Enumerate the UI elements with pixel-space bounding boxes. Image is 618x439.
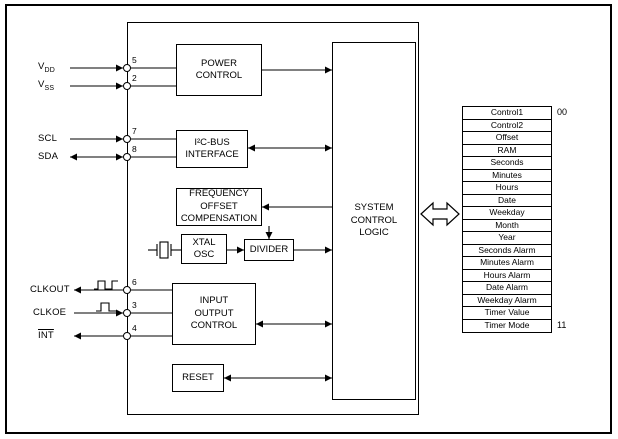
pin-label-clkoe: CLKOE: [33, 307, 67, 318]
register-row: Offset: [463, 132, 551, 145]
register-row: Hours Alarm: [463, 270, 551, 282]
register-row: Seconds Alarm: [463, 245, 551, 257]
register-row: Minutes Alarm: [463, 257, 551, 270]
power-control-block: POWER CONTROL: [176, 44, 262, 96]
pin-number-sda: 8: [132, 144, 137, 154]
register-end-address: 11: [557, 320, 567, 330]
register-row: Month: [463, 220, 551, 232]
pin-label-clkout: CLKOUT: [30, 284, 70, 295]
i2c-bus-interface-block: I²C-BUS INTERFACE: [176, 130, 248, 168]
register-row: Minutes: [463, 170, 551, 182]
frequency-offset-compensation-block: FREQUENCY OFFSET COMPENSATION: [176, 188, 262, 226]
pin-label-vdd-base: V: [38, 61, 45, 72]
pin-label-scl: SCL: [38, 133, 58, 144]
pin-number-clkout: 6: [132, 277, 137, 287]
pin-number-vss: 2: [132, 73, 137, 83]
register-row: Weekday Alarm: [463, 295, 551, 307]
pin-label-sda: SDA: [38, 151, 59, 162]
register-row: Date Alarm: [463, 282, 551, 295]
register-row: RAM: [463, 145, 551, 157]
pin-label-vss-sub: SS: [44, 84, 55, 92]
system-control-logic-block: SYSTEM CONTROL LOGIC: [332, 42, 416, 400]
pin-label-vss-base: V: [38, 79, 45, 90]
register-start-address: 00: [557, 107, 568, 117]
xtal-osc-block: XTAL OSC: [181, 234, 227, 264]
reset-block: RESET: [172, 364, 224, 392]
pin-label-vdd-sub: DD: [44, 66, 56, 74]
register-row: Control2: [463, 120, 551, 132]
pin-number-scl: 7: [132, 126, 137, 136]
pin-label-vdd: VDD: [38, 61, 55, 74]
register-row: Timer Mode: [484, 320, 530, 331]
pin-number-int: 4: [132, 323, 137, 333]
register-row: Date: [463, 195, 551, 207]
pin-number-clkoe: 3: [132, 300, 137, 310]
register-row: Weekday: [463, 207, 551, 220]
pin-label-vss: VSS: [38, 79, 54, 92]
input-output-control-block: INPUT OUTPUT CONTROL: [172, 283, 256, 345]
divider-block: DIVIDER: [244, 239, 294, 261]
figure-border: [5, 4, 612, 434]
register-row: Control1: [463, 107, 551, 120]
register-row: Year: [463, 232, 551, 245]
register-row: Seconds: [463, 157, 551, 170]
register-row: Timer Value: [463, 307, 551, 320]
register-map: Control1 Control2 Offset RAM Seconds Min…: [462, 106, 552, 333]
pin-number-vdd: 5: [132, 55, 137, 65]
pin-label-int: INT: [38, 330, 54, 341]
register-row: Hours: [463, 182, 551, 195]
